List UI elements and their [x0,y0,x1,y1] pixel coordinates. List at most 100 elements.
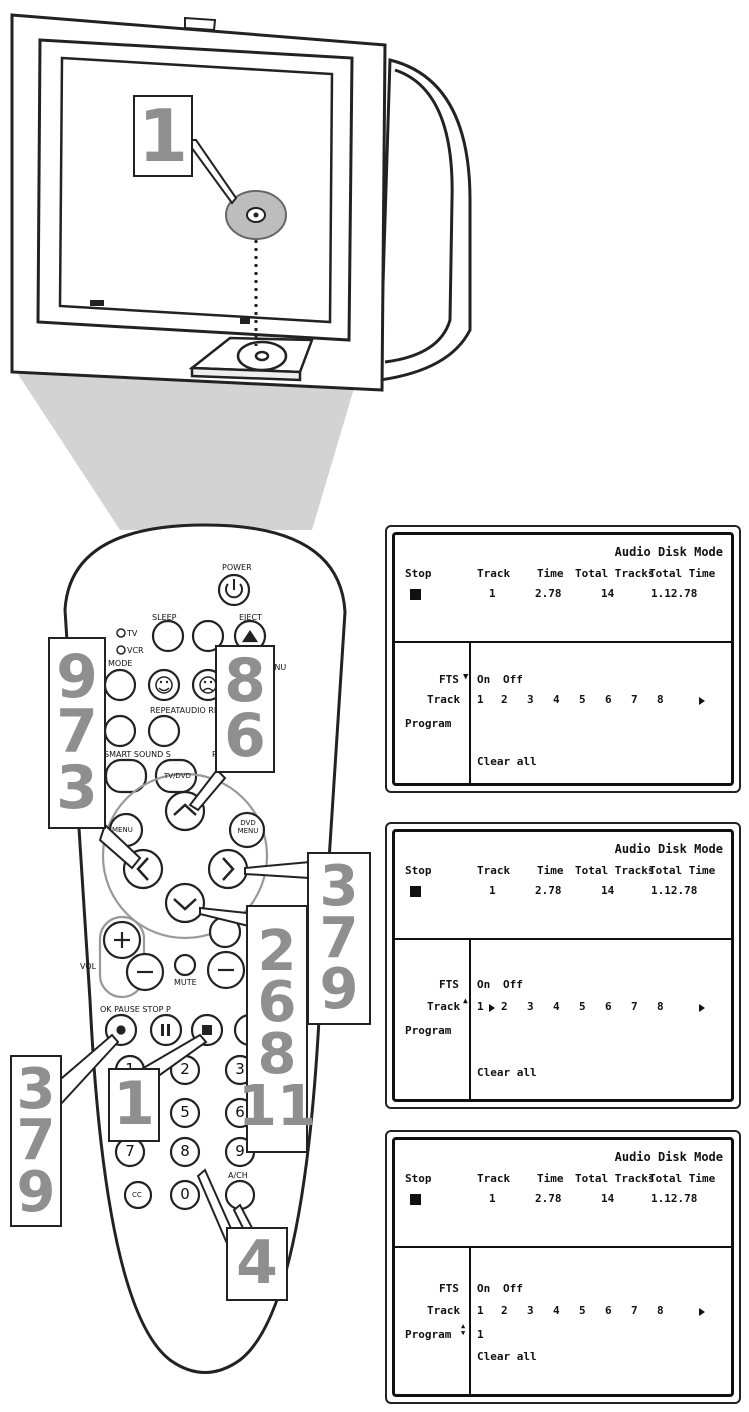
osd-clear-all[interactable]: Clear all [477,755,537,768]
sleep-label: SLEEP [152,613,177,622]
callout-tv-step: 1 [133,95,193,177]
osd-header-track: Track [477,1172,511,1185]
tvdvd-label: TV/DVD [164,772,191,780]
fts-down-arrow-icon: ▼ [463,672,469,682]
osd-header-total-time: Total Time [649,864,716,877]
osd-track-2[interactable]: 2 [501,1304,508,1317]
tvdvd-button [154,758,198,794]
next-page-arrow-icon[interactable] [699,1308,705,1316]
osd-fts-off[interactable]: Off [503,978,523,991]
osd-value-total-tracks: 14 [601,884,615,897]
next-page-arrow-icon[interactable] [699,697,705,705]
osd-track-3[interactable]: 3 [527,1000,534,1013]
osd-track-6[interactable]: 6 [605,1000,612,1013]
osd-value-time: 2.78 [535,587,562,600]
mode-button [103,668,137,702]
osd-track-7[interactable]: 7 [631,693,638,706]
osd-header-total-tracks: Total Tracks [575,1172,655,1185]
osd-fts-on[interactable]: On [477,673,491,686]
osd-value-total-tracks: 14 [601,587,615,600]
digit-2: 2 [180,1060,190,1078]
osd-track-2[interactable]: 2 [501,1000,508,1013]
osd-track-1[interactable]: 1 [477,1304,484,1317]
pointer-center-top [188,768,227,812]
osd-track-1[interactable]: 1 [477,693,484,706]
disc-icon [225,190,287,240]
osd-value-total-tracks: 14 [601,1192,615,1205]
projection-beam [12,365,355,530]
track-cursor-icon [489,1004,495,1012]
ok-row-label: OK PAUSE STOP P [100,1005,171,1014]
osd-value-track: 1 [489,884,496,897]
osd-track-8[interactable]: 8 [657,1000,664,1013]
digit-3: 3 [235,1060,245,1078]
tv-set [10,13,472,392]
cc-label: CC [132,1191,142,1199]
osd-header-stop: Stop [405,1172,432,1185]
osd-track-2[interactable]: 2 [501,693,508,706]
tv-button-mark [90,300,104,306]
osd-track-7[interactable]: 7 [631,1304,638,1317]
osd-header-total-time: Total Time [649,1172,716,1185]
osd-track-1[interactable]: 1 [477,1000,484,1013]
osd-track-3[interactable]: 3 [527,1304,534,1317]
osd-track-5[interactable]: 5 [579,693,586,706]
smiley-button [147,668,181,702]
digit-7: 7 [125,1142,135,1160]
osd-track-3[interactable]: 3 [527,693,534,706]
osd-header-stop: Stop [405,567,432,580]
callout-stop-step: 1 [108,1068,160,1142]
osd-panel-3: Audio Disk Mode Stop Track Time Total Tr… [385,1130,741,1404]
dvd-menu-label: DVD MENU [237,819,259,835]
button-row3-1 [103,714,137,748]
button-row3-2 [147,714,181,748]
osd-clear-all[interactable]: Clear all [477,1066,537,1079]
nav-right-button [207,848,249,890]
osd-track-5[interactable]: 5 [579,1304,586,1317]
osd-value-total-time: 1.12.78 [651,884,698,897]
next-page-arrow-icon[interactable] [699,1004,705,1012]
osd-track-label: Track [427,693,461,706]
osd-value-track: 1 [489,587,496,600]
osd-header-total-tracks: Total Tracks [575,864,655,877]
osd-track-6[interactable]: 6 [605,693,612,706]
pointer-left-top [98,823,142,870]
vol-label: VOL [80,962,97,971]
osd-program-label: Program [405,1328,452,1341]
osd-fts-on[interactable]: On [477,1282,491,1295]
osd-track-6[interactable]: 6 [605,1304,612,1317]
osd-fts-label: FTS [439,673,459,686]
osd-header-track: Track [477,567,511,580]
sleep-button [151,619,185,653]
osd-panel-2: Audio Disk Mode Stop Track Time Total Tr… [385,822,741,1109]
stop-square-icon [410,589,421,600]
osd-track-4[interactable]: 4 [553,1304,560,1317]
digit-9: 9 [235,1142,245,1160]
osd-value-total-time: 1.12.78 [651,1192,698,1205]
pause-button [149,1013,183,1047]
mode-label: MODE [108,659,133,668]
osd-fts-label: FTS [439,978,459,991]
osd-fts-off[interactable]: Off [503,673,523,686]
osd-track-5[interactable]: 5 [579,1000,586,1013]
osd-track-8[interactable]: 8 [657,1304,664,1317]
osd-fts-on[interactable]: On [477,978,491,991]
mute-label: MUTE [174,978,197,987]
osd-track-4[interactable]: 4 [553,693,560,706]
osd-fts-label: FTS [439,1282,459,1295]
osd-track-4[interactable]: 4 [553,1000,560,1013]
osd-fts-off[interactable]: Off [503,1282,523,1295]
osd-mode-title: Audio Disk Mode [614,842,723,856]
osd-track-8[interactable]: 8 [657,693,664,706]
tv-label: TV [127,629,138,638]
osd-value-time: 2.78 [535,1192,562,1205]
osd-clear-all[interactable]: Clear all [477,1350,537,1363]
digit-5: 5 [180,1103,190,1121]
power-label: POWER [222,563,252,572]
osd-track-label: Track [427,1000,461,1013]
osd-track-7[interactable]: 7 [631,1000,638,1013]
